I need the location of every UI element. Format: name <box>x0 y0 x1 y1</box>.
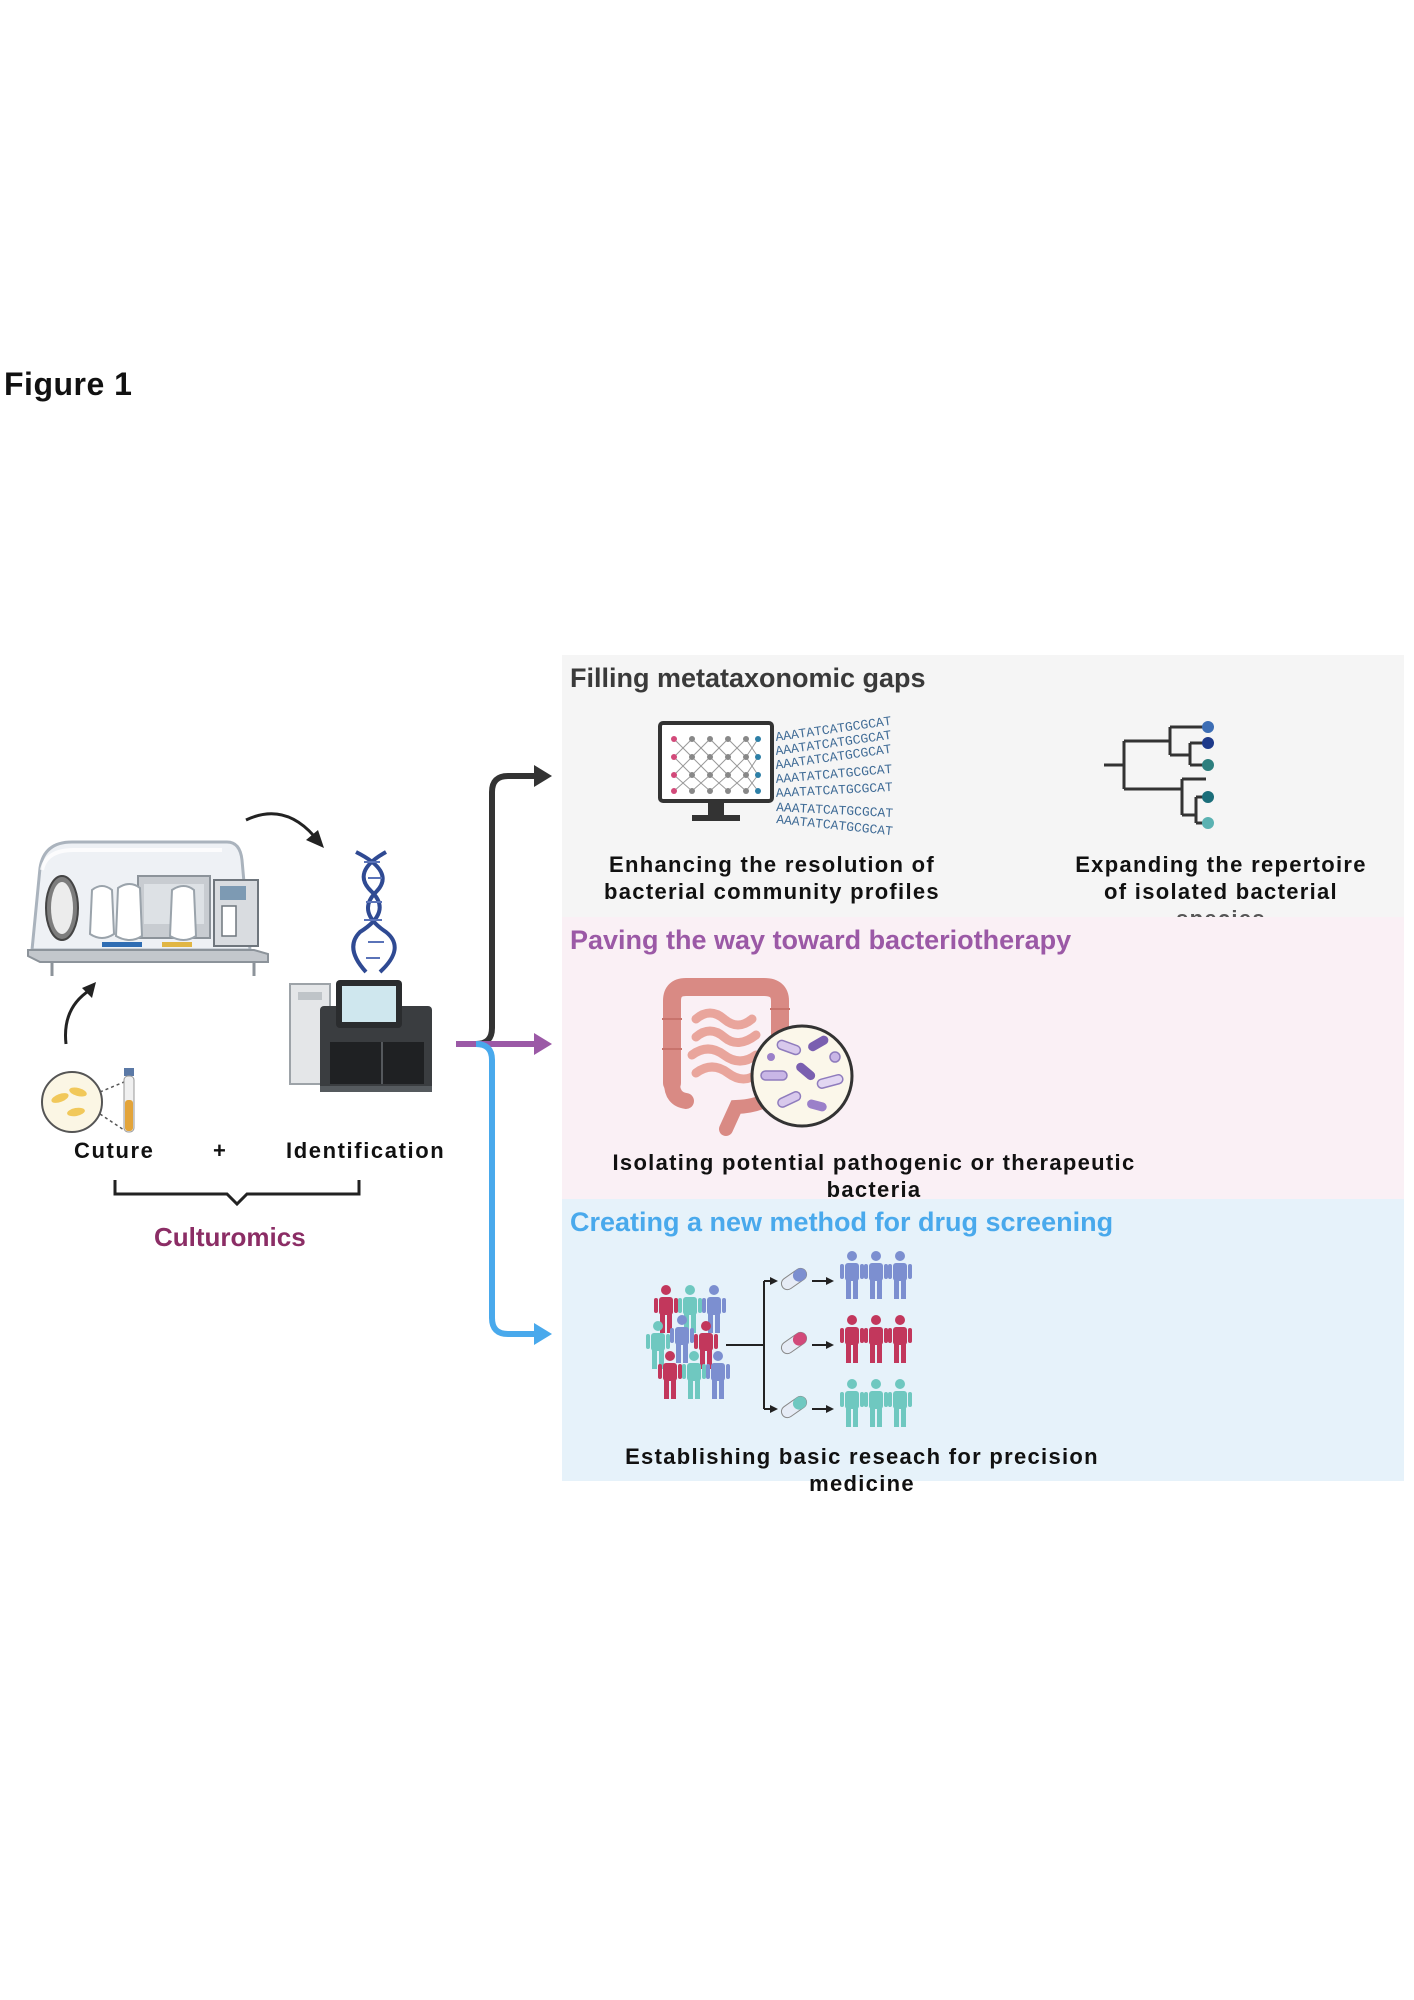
population-group <box>646 1285 730 1399</box>
bacteria-magnifier-icon <box>750 1024 854 1128</box>
culturomics-bracket <box>113 1180 361 1207</box>
phylogenetic-tree-icon <box>1104 721 1214 829</box>
caption-bacteriotherapy: Isolating potential pathogenic or therap… <box>612 1150 1136 1202</box>
dna-helix-icon <box>351 850 397 974</box>
petri-dish-icon <box>41 1068 135 1133</box>
panel-title-drug-screening: Creating a new method for drug screening <box>570 1207 1114 1237</box>
panel-drug-screening: Creating a new method for drug screening <box>562 1199 1404 1496</box>
curved-arrow-right <box>245 812 324 848</box>
culture-label: Cuture <box>74 1138 155 1163</box>
panel-title-bacteriotherapy: Paving the way toward bacteriotherapy <box>570 925 1072 955</box>
capsule-red <box>780 1331 808 1355</box>
sequencer-icon <box>289 980 432 1092</box>
plus-label: + <box>213 1138 228 1163</box>
figure-title: Figure 1 <box>4 366 133 402</box>
drug-screening-scheme-icon <box>646 1251 912 1427</box>
panel-filling-gaps: Filling metataxonomic gaps AAATATCATGCGC… <box>562 655 1404 931</box>
panel-bacteriotherapy: Paving the way toward bacteriotherapy <box>562 917 1404 1202</box>
caption-resolution: Enhancing the resolution of bacterial co… <box>604 852 940 904</box>
identification-label: Identification <box>286 1138 446 1163</box>
culturomics-label: Culturomics <box>154 1222 306 1252</box>
panel-title-gaps: Filling metataxonomic gaps <box>570 663 926 693</box>
capsule-blue <box>780 1267 808 1291</box>
capsule-teal <box>780 1395 808 1419</box>
monitor-neural-network-icon: AAATATCATGCGCAT AAATATCATGCGCAT AAATATCA… <box>658 714 894 839</box>
anaerobic-chamber-icon <box>27 840 269 976</box>
dna-sequence-line: AAATATCATGCGCAT <box>776 800 894 821</box>
dna-sequence-line: AAATATCATGCGCAT <box>775 780 893 801</box>
curved-arrow-up <box>64 982 96 1045</box>
caption-drug-screening: Establishing basic reseach for precision… <box>625 1444 1099 1496</box>
